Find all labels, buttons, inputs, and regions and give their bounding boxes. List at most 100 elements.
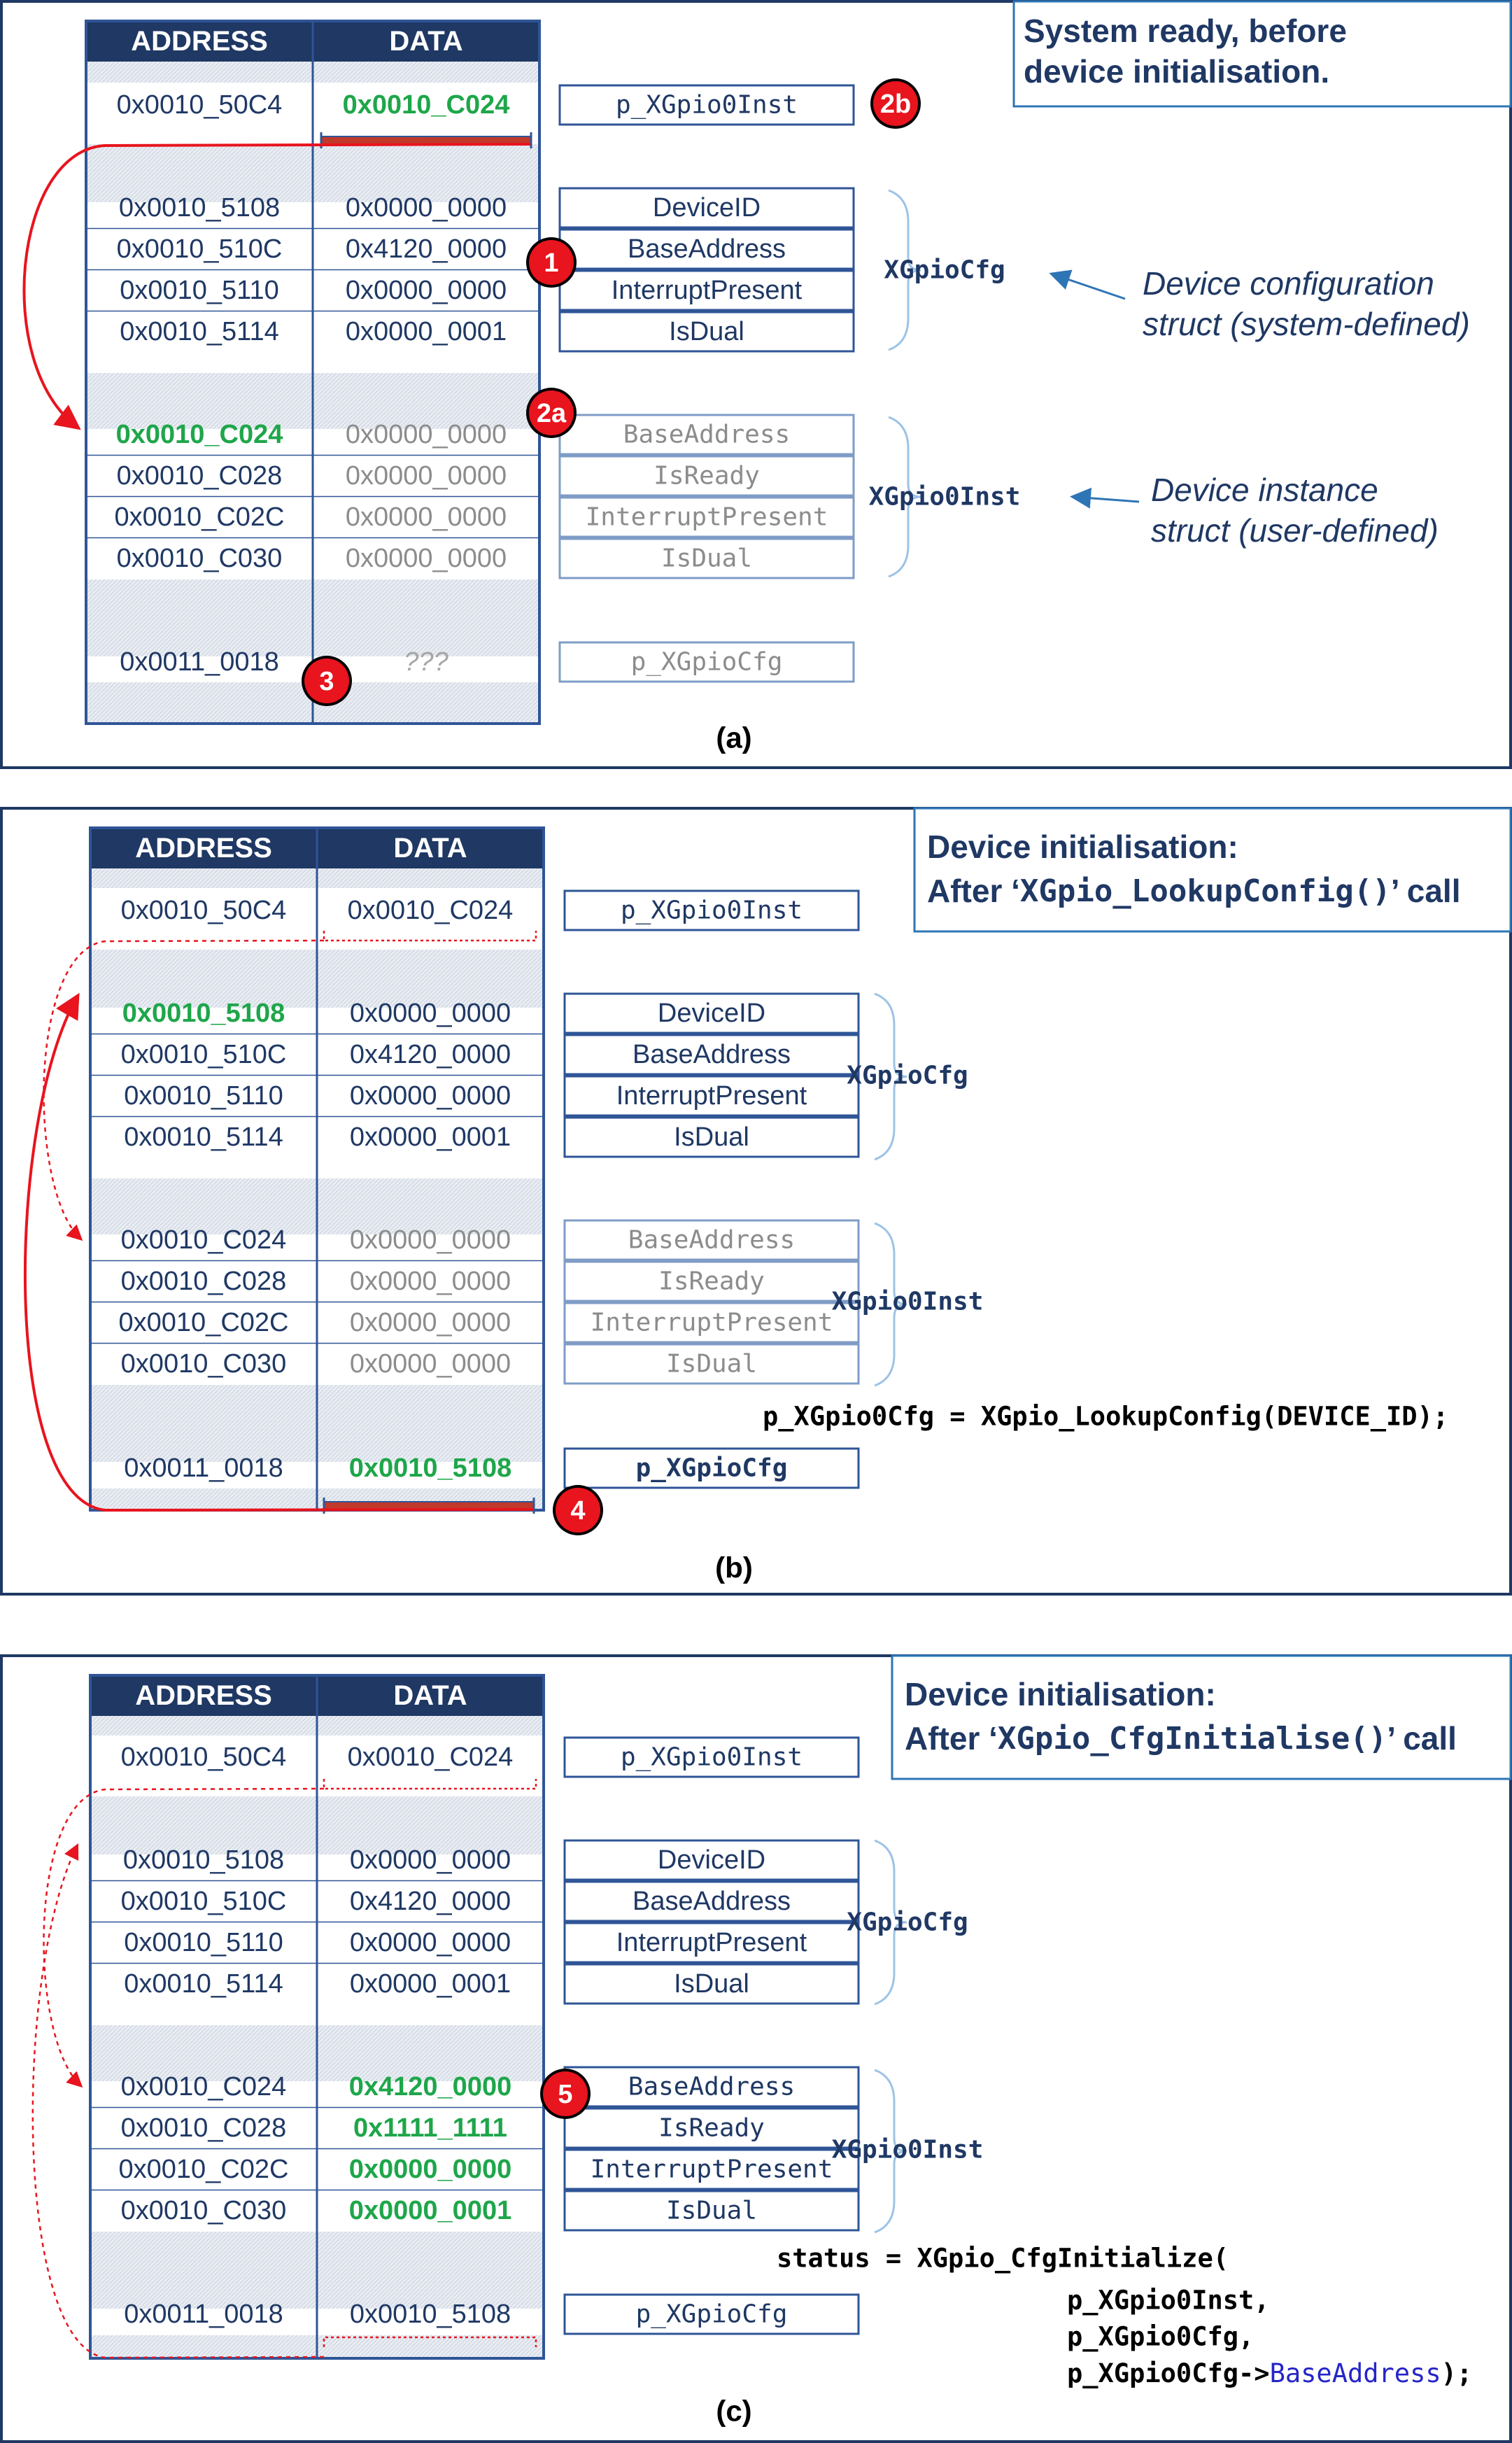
panel-a-caption: (a) bbox=[716, 721, 751, 754]
panel-b-field-box-9 bbox=[563, 1447, 860, 1489]
panel-a-row-5-address: 0x0010_C024 bbox=[116, 420, 283, 449]
panel-b-row-8-address: 0x0010_C030 bbox=[121, 1349, 287, 1379]
panel-b-row-7-address: 0x0010_C02C bbox=[119, 1308, 289, 1337]
panel-a-field-box-9 bbox=[558, 641, 855, 683]
panel-a-badge-2b-label: 2b bbox=[880, 90, 911, 119]
panel-a-field-box-1 bbox=[558, 187, 855, 229]
panel-a-note-arrow-inst bbox=[1070, 487, 1140, 509]
panel-a-field-3: InterruptPresent bbox=[612, 276, 803, 305]
panel-b-field-6: IsReady bbox=[658, 1267, 765, 1296]
panel-b-field-box-6 bbox=[563, 1260, 860, 1302]
panel-b-row-0-data: 0x0010_C024 bbox=[348, 896, 514, 925]
panel-c-field-box-7 bbox=[563, 2148, 860, 2190]
panel-b-row-4-data: 0x0000_0001 bbox=[350, 1122, 511, 1152]
panel-c-header-data: DATA bbox=[393, 1680, 467, 1711]
panel-a-row-5-data: 0x0000_0000 bbox=[346, 420, 507, 449]
panel-c-field-9: p_XGpioCfg bbox=[636, 2300, 788, 2329]
panel-c-field-box-4 bbox=[563, 1963, 860, 2005]
panel-c-row-6-data: 0x1111_1111 bbox=[353, 2113, 507, 2143]
panel-c-badge-5-label: 5 bbox=[558, 2080, 572, 2109]
panel-c-field-box-3 bbox=[563, 1922, 860, 1964]
panel-c-row-7-address: 0x0010_C02C bbox=[119, 2155, 289, 2184]
panel-c-row-8-data: 0x0000_0001 bbox=[349, 2196, 511, 2225]
panel-c-struct-label-inst: XGpio0Inst bbox=[832, 2136, 984, 2164]
panel-b-field-box-1 bbox=[563, 992, 860, 1034]
panel-b-row-2-data: 0x4120_0000 bbox=[350, 1040, 511, 1069]
panel-b-row-7-data: 0x0000_0000 bbox=[350, 1308, 511, 1337]
panel-b-field-8: IsDual bbox=[666, 1350, 757, 1379]
panel-c-struct-label-cfg: XGpioCfg bbox=[847, 1908, 968, 1937]
panel-a-row-8-address: 0x0010_C030 bbox=[117, 544, 283, 573]
panel-c-row-0-address: 0x0010_50C4 bbox=[121, 1743, 287, 1772]
panel-a-field-6: IsReady bbox=[653, 462, 760, 491]
panel-c-field-box-0 bbox=[563, 1736, 860, 1778]
panel-b-field-9: p_XGpioCfg bbox=[636, 1454, 788, 1483]
panel-b-struct-label-cfg: XGpioCfg bbox=[847, 1062, 968, 1090]
panel-b-row-1-data: 0x0000_0000 bbox=[350, 999, 511, 1028]
panel-c-code-field: BaseAddress bbox=[1270, 2358, 1441, 2388]
panel-a-row-3-data: 0x0000_0000 bbox=[346, 276, 507, 305]
panel-c-field-4: IsDual bbox=[674, 1969, 749, 1999]
panel-a-badge-2a bbox=[529, 390, 574, 435]
panel-c-field-3: InterruptPresent bbox=[616, 1928, 807, 1957]
panel-a-badge-2a-label: 2a bbox=[537, 399, 567, 428]
panel-a-badge-1 bbox=[529, 240, 574, 285]
panel-a-struct-label-inst: XGpio0Inst bbox=[869, 483, 1021, 512]
panel-c-row-1-address: 0x0010_5108 bbox=[123, 1845, 284, 1875]
panel-a-field-box-0 bbox=[558, 84, 855, 126]
panel-b-field-0: p_XGpio0Inst bbox=[621, 896, 803, 925]
panel-a-row-0-data: 0x0010_C024 bbox=[343, 90, 510, 120]
panel-b-row-3-data: 0x0000_0000 bbox=[350, 1081, 511, 1111]
panel-b-struct-label-inst: XGpio0Inst bbox=[832, 1288, 984, 1316]
panel-a-note-inst-2: struct (user-defined) bbox=[1151, 512, 1439, 549]
panel-a-row-2-data: 0x4120_0000 bbox=[346, 234, 507, 264]
panel-b-pointer-arrow bbox=[23, 992, 535, 1512]
panel-b-field-box-7 bbox=[563, 1302, 860, 1344]
panel-a-row-6-data: 0x0000_0000 bbox=[346, 461, 507, 491]
panel-b-title-quote-open: After ‘ bbox=[927, 873, 1020, 909]
panel-b-title-call: ’ call bbox=[1391, 873, 1461, 909]
panel-b-field-box-0 bbox=[563, 889, 860, 931]
panel-a-title-line-1: System ready, before bbox=[1024, 13, 1347, 49]
panel-a-row-3-address: 0x0010_5110 bbox=[120, 276, 279, 305]
panel-b-field-box-2 bbox=[563, 1034, 860, 1076]
panel-a-field-box-4 bbox=[558, 311, 855, 353]
panel-a-row-1-address: 0x0010_5108 bbox=[119, 193, 280, 223]
panel-b-title-line-2: After ‘XGpio_LookupConfig()’ call bbox=[927, 873, 1460, 909]
panel-b-badge-4-label: 4 bbox=[570, 1496, 585, 1526]
panel-b-field-box-3 bbox=[563, 1075, 860, 1117]
panel-a-row-4-address: 0x0010_5114 bbox=[120, 317, 279, 346]
panel-a-field-box-3 bbox=[558, 269, 855, 311]
panel-a-row-4-data: 0x0000_0001 bbox=[346, 317, 507, 346]
panel-c-field-0: p_XGpio0Inst bbox=[621, 1743, 803, 1772]
panel-b-row-9-address: 0x0011_0018 bbox=[124, 1453, 283, 1483]
panel-c-badge-5 bbox=[543, 2071, 588, 2116]
panel-b-field-1: DeviceID bbox=[658, 999, 765, 1028]
panel-b-dotted-bar bbox=[323, 931, 537, 942]
panel-c-row-4-data: 0x0000_0001 bbox=[350, 1969, 511, 1999]
panel-c-code-line-4: p_XGpio0Cfg->BaseAddress); bbox=[1067, 2358, 1472, 2388]
panel-a-field-9: p_XGpioCfg bbox=[631, 648, 783, 677]
panel-a-row-0-address: 0x0010_50C4 bbox=[117, 90, 283, 120]
panel-a-row-6-address: 0x0010_C028 bbox=[117, 461, 283, 491]
panel-a-row-7-data: 0x0000_0000 bbox=[346, 502, 507, 532]
panel-c-field-box-9 bbox=[563, 2293, 860, 2335]
panel-a-field-box-5 bbox=[558, 414, 855, 456]
panel-c-row-4-address: 0x0010_5114 bbox=[124, 1969, 283, 1999]
panel-a-badge-1-label: 1 bbox=[544, 248, 558, 278]
panel-c-field-6: IsReady bbox=[658, 2114, 765, 2143]
panel-a-field-box-2 bbox=[558, 228, 855, 270]
panel-a-field-0: p_XGpio0Inst bbox=[616, 91, 798, 120]
panel-c-dotted-bar-bottom bbox=[323, 2336, 537, 2347]
panel-c-caption: (c) bbox=[716, 2395, 751, 2428]
panel-a-row-7-address: 0x0010_C02C bbox=[115, 502, 285, 532]
panel-b-field-4: IsDual bbox=[674, 1122, 749, 1152]
panel-b-field-5: BaseAddress bbox=[628, 1226, 795, 1255]
panel-b-title-function: XGpio_LookupConfig() bbox=[1020, 873, 1391, 909]
panel-a-struct-label-cfg: XGpioCfg bbox=[884, 256, 1005, 285]
panel-c-row-9-address: 0x0011_0018 bbox=[124, 2300, 283, 2329]
panel-c-title-box bbox=[891, 1654, 1512, 1780]
panel-a-brace-inst bbox=[888, 416, 921, 578]
panel-c-title-quote-open: After ‘ bbox=[905, 1720, 998, 1756]
